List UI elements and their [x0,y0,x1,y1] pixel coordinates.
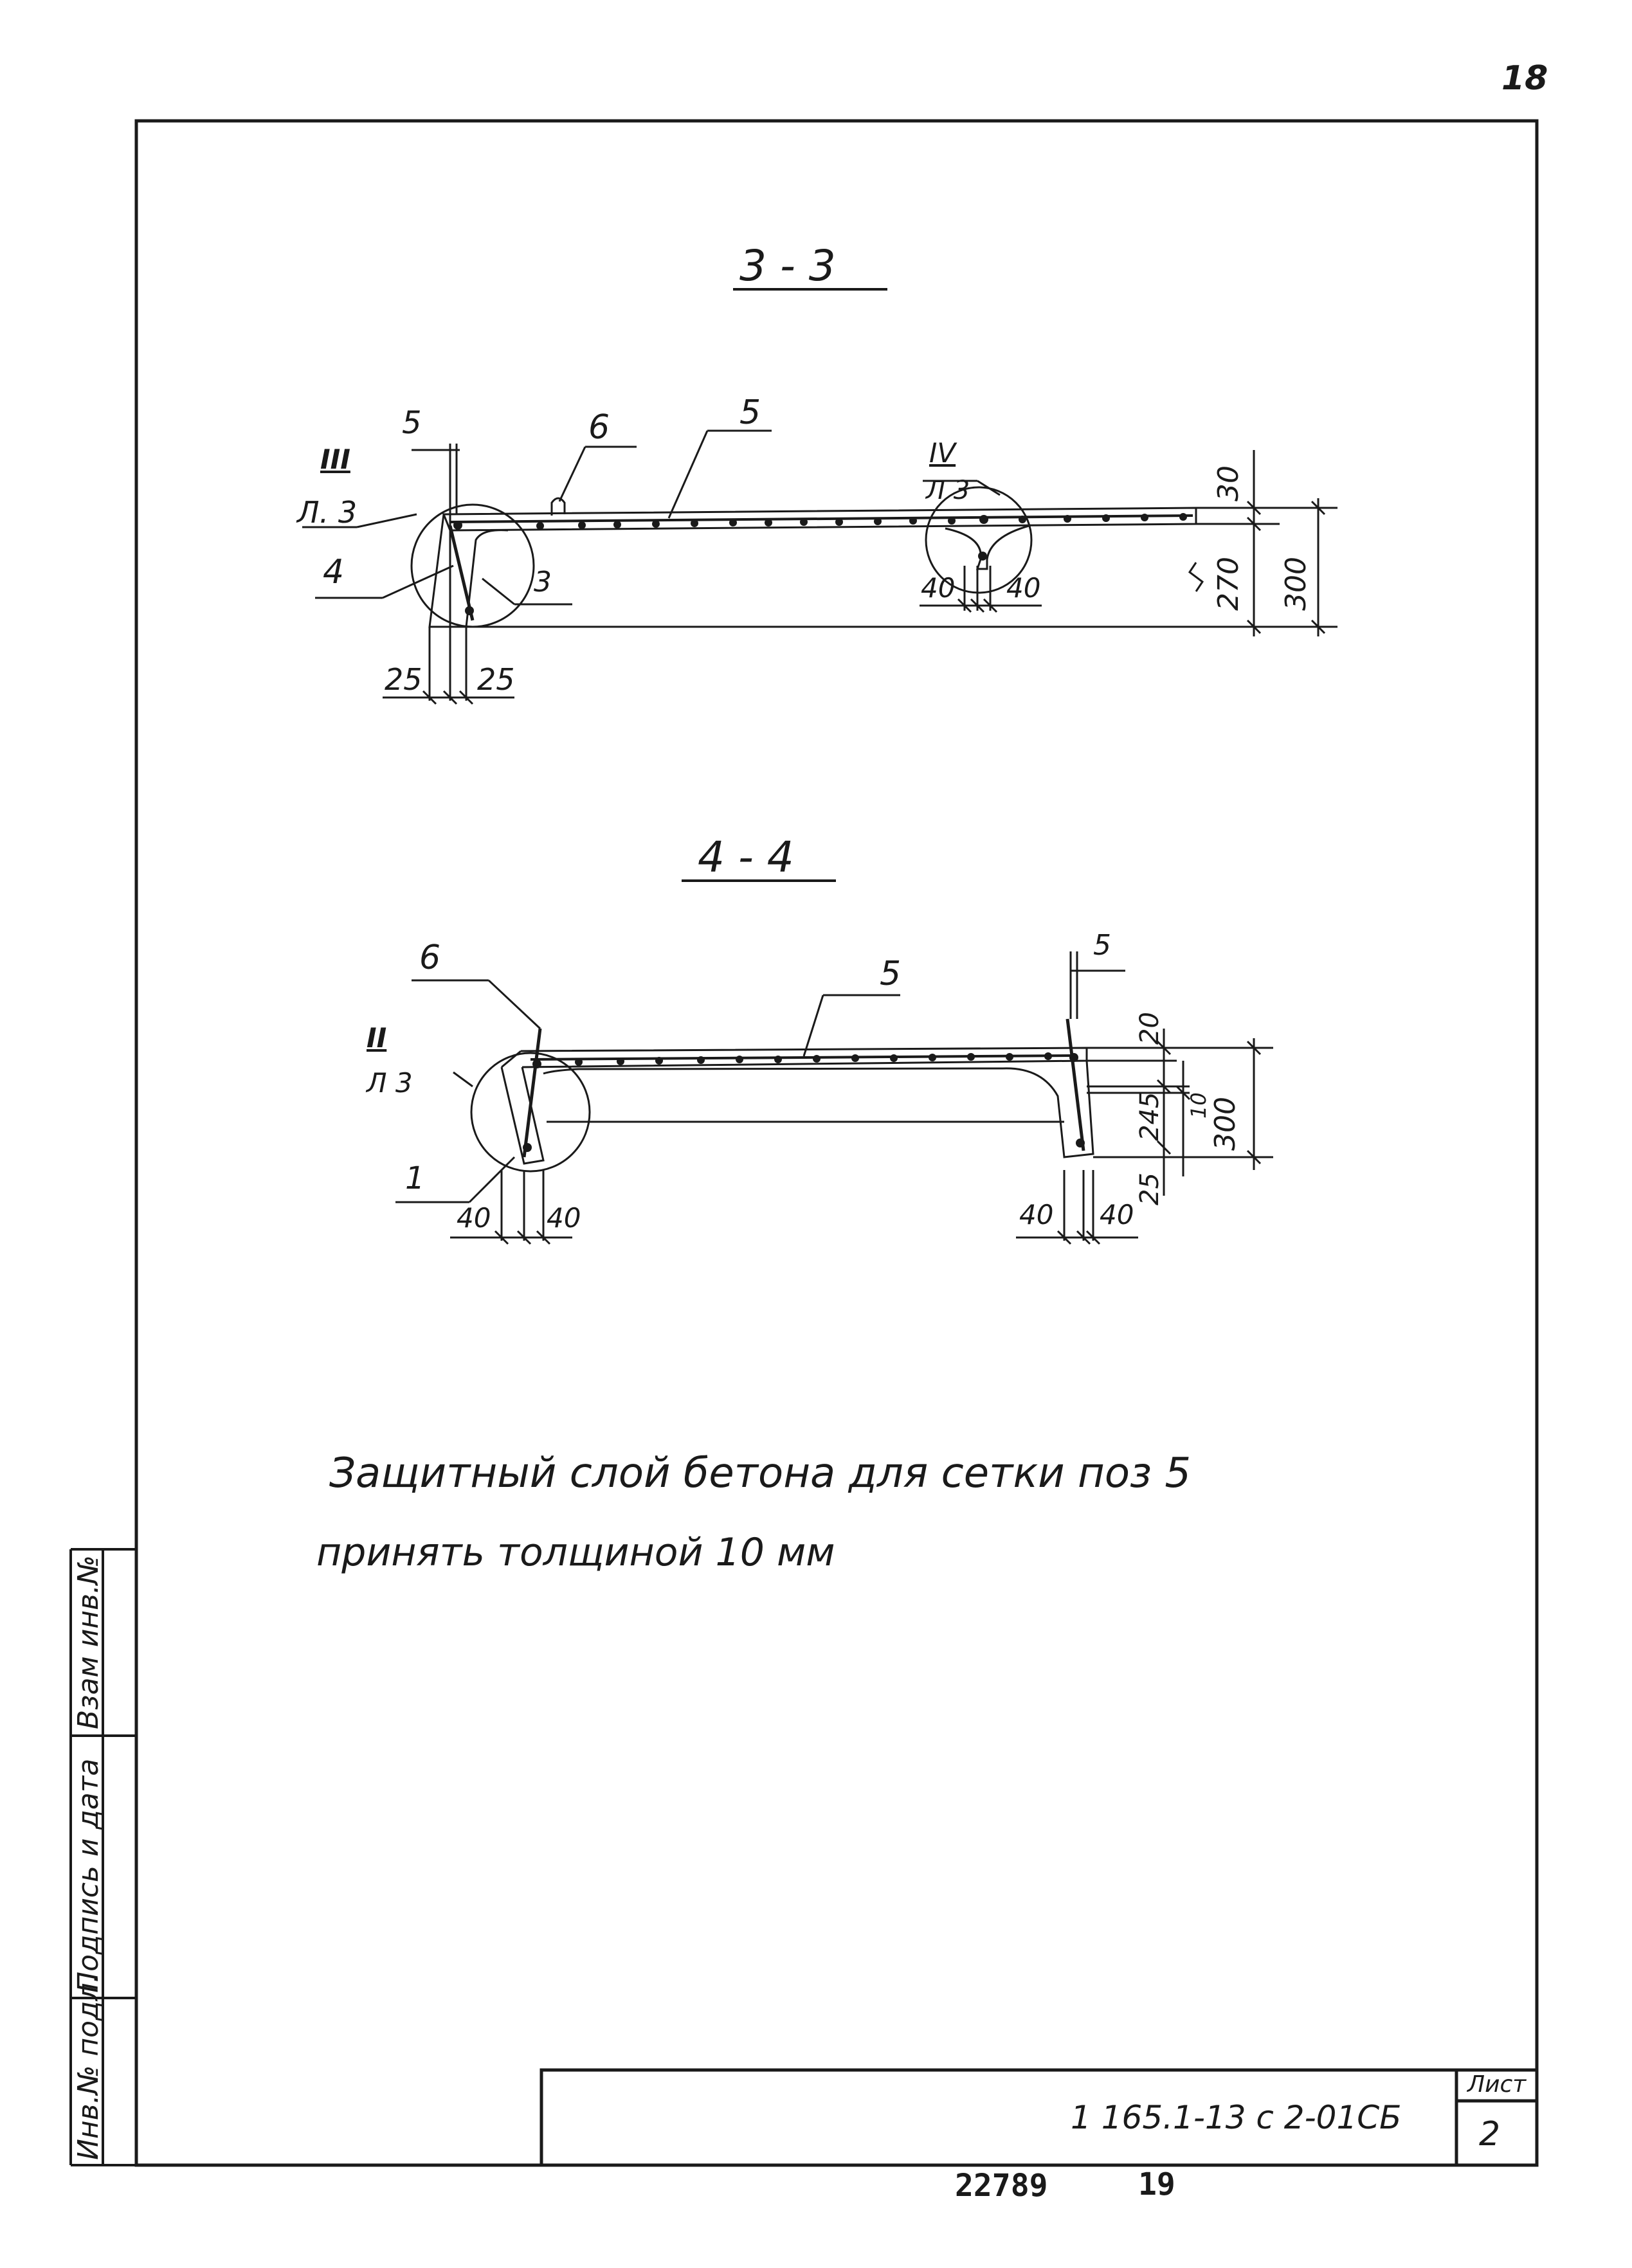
label-5-44-mid: 5 [880,955,902,993]
dim-40-44-a: 40 [457,1202,491,1234]
dim-270: 270 [1212,557,1245,611]
note-line-2: принять толщиной 10 мм [316,1530,835,1575]
dim-25-right: 25 [477,662,515,697]
rebar-dots-3-3 [453,513,1187,615]
sheet-number: 2 [1479,2115,1501,2154]
stamp-vzam-inv: Взам инв.№ [72,1555,105,1729]
label-5-left: 5 [402,405,422,441]
callout-III-number: III [320,444,350,475]
dim-245: 245 [1135,1092,1165,1141]
callout-IV-number: IV [929,437,956,469]
section-4-4-title: 4 - 4 [698,833,794,882]
callout-IV-sheet: Л 3 [926,476,970,505]
archive-number: 22789 [955,2168,1048,2204]
callout-II-number: II [367,1022,387,1054]
dim-25-44: 25 [1135,1173,1165,1205]
callout-II-sheet: Л 3 [367,1067,413,1099]
stamp-inv-podl: Инв.№ подл. [72,1974,105,2160]
dim-40-44-c: 40 [1019,1199,1054,1230]
dim-300-44: 300 [1209,1097,1242,1151]
note-line-1: Защитный слой бетона для сетки поз 5 [329,1450,1192,1497]
archive-page: 19 [1138,2166,1175,2202]
dim-25-left: 25 [385,662,422,697]
dim-40-left: 40 [921,572,956,604]
label-1: 1 [405,1160,425,1196]
dim-10: 10 [1186,1092,1211,1119]
dim-20: 20 [1135,1012,1165,1045]
rebar-dots-4-4 [523,1052,1085,1152]
dim-30: 30 [1212,465,1245,501]
page-number: 18 [1501,59,1548,98]
label-6-44: 6 [419,939,441,977]
sheet-label: Лист [1467,2071,1527,2098]
section-3-3 [302,288,1337,705]
stamp-podpis-data: Подпись и дата [72,1758,105,1993]
dim-40-right: 40 [1006,572,1041,604]
section-3-3-title: 3 - 3 [739,241,836,291]
dim-40-44-d: 40 [1100,1199,1134,1230]
label-3: 3 [534,566,552,598]
label-6: 6 [588,408,610,447]
document-code: 1 165.1-13 с 2-01СБ [1071,2099,1402,2136]
title-block [539,2068,1539,2167]
label-5-mid: 5 [739,393,761,432]
side-stamp-strip [69,1548,136,2166]
label-5-44-right: 5 [1093,929,1111,962]
dim-300: 300 [1280,557,1312,611]
label-4: 4 [323,553,345,591]
callout-III-sheet: Л. 3 [297,495,358,530]
sheet-frame [134,119,1539,2167]
dim-40-44-b: 40 [547,1202,581,1234]
